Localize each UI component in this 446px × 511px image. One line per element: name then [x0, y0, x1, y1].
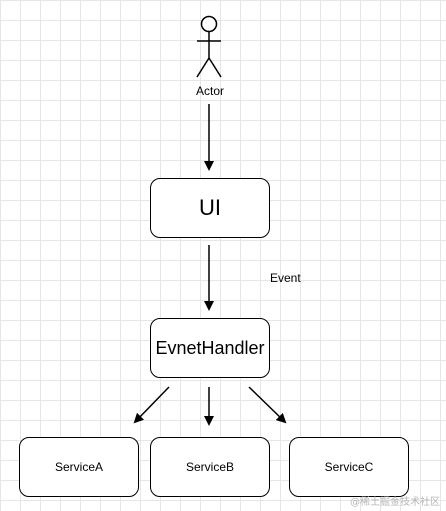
service-a-node[interactable]: ServiceA — [19, 437, 139, 497]
service-b-node[interactable]: ServiceB — [150, 437, 270, 497]
service-c-node-label: ServiceC — [324, 460, 374, 474]
service-b-node-label: ServiceB — [185, 460, 235, 474]
ui-node[interactable]: UI — [150, 178, 270, 238]
actor-label: Actor — [195, 84, 224, 98]
event-edge-label: Event — [270, 271, 301, 285]
event-handler-node-label: EvnetHandler — [155, 337, 265, 358]
actor-icon — [196, 15, 222, 78]
watermark: @稀土掘金技术社区 — [350, 497, 440, 508]
edge-handler-service-c — [248, 386, 287, 424]
service-c-node[interactable]: ServiceC — [289, 437, 409, 497]
ui-node-label: UI — [199, 195, 221, 220]
event-handler-node[interactable]: EvnetHandler — [150, 318, 270, 378]
service-a-node-label: ServiceA — [54, 460, 104, 474]
edge-handler-service-a — [133, 386, 170, 424]
